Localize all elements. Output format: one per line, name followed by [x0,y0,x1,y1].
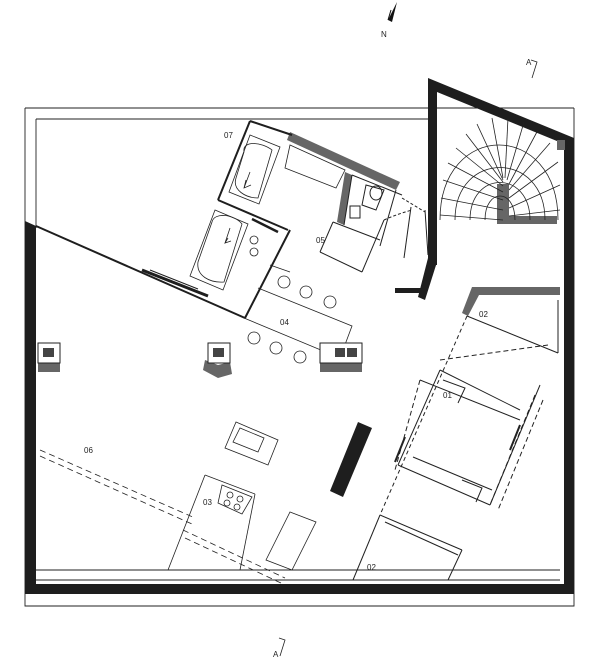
north-arrow-icon [387,2,397,22]
room-label-02-upper: 02 [479,310,488,319]
bathtub-2 [189,209,249,291]
bathroom-walls [35,120,293,319]
stove-center [207,342,231,364]
kitchen [167,421,317,571]
section-mark-top-icon [530,59,538,79]
section-mark-bottom-icon [278,637,286,657]
wall-black [25,78,574,594]
dining-table [243,264,353,364]
room-label-02-lower: 02 [367,563,376,572]
sink-fixtures [249,144,346,257]
stove-right [319,342,363,364]
wall-grey [38,132,565,378]
lower-room-02 [352,514,463,581]
north-label: N [381,30,387,39]
bathroom-door-swing [141,217,279,298]
stove-left [37,342,61,364]
room-label-01: 01 [443,391,452,400]
bathtub [228,134,281,205]
room-label-05: 05 [316,236,325,245]
section-mark-top-label: A [526,58,532,67]
room-label-07: 07 [224,131,233,140]
dashed-lines [39,449,286,585]
toilet-room [319,174,429,273]
section-mark-bottom-label: A [273,650,279,659]
bedroom [379,300,559,516]
room-label-03: 03 [203,498,212,507]
spiral-stair [439,117,561,221]
room-label-06: 06 [84,446,93,455]
room-label-04: 04 [280,318,289,327]
